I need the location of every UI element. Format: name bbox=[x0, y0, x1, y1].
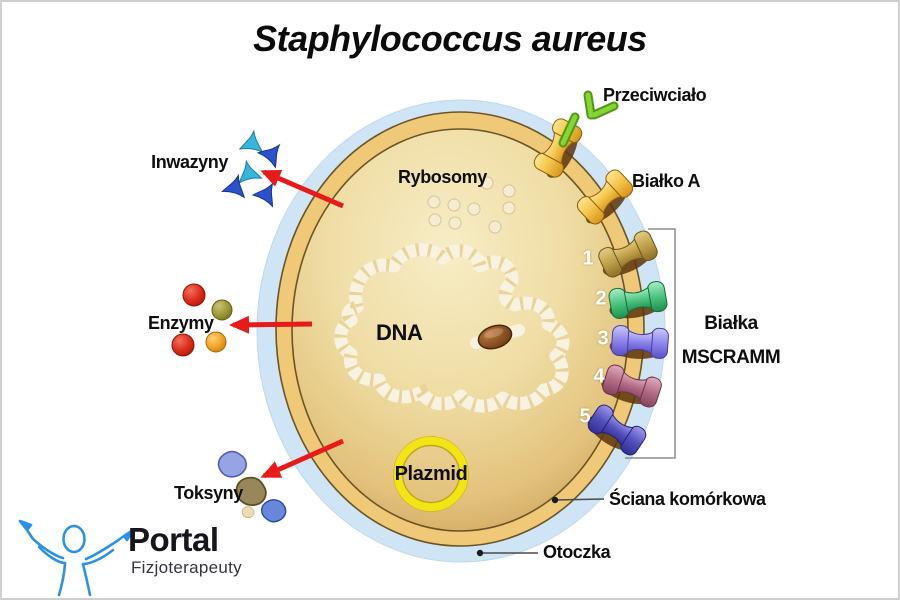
invasin-particles bbox=[221, 129, 281, 208]
label-invasins: Inwazyny bbox=[151, 152, 228, 172]
toxin-particles bbox=[217, 450, 287, 523]
label-mscramm-line1: Białka bbox=[704, 313, 758, 334]
label-toxins: Toksyny bbox=[174, 483, 243, 503]
label-plasmid: Plazmid bbox=[394, 463, 468, 485]
label-mscramm-line2: MSCRAMM bbox=[681, 347, 781, 368]
mscramm-protein-1 bbox=[598, 230, 658, 278]
invasin-arrow bbox=[260, 169, 344, 209]
logo-person-icon bbox=[18, 519, 135, 597]
label-antibody: Przeciwciało bbox=[603, 85, 707, 105]
capsule-pointer bbox=[476, 549, 538, 557]
enzyme-particles bbox=[171, 283, 233, 357]
mscramm-protein-3 bbox=[609, 325, 669, 359]
protein-a-spool-2 bbox=[576, 169, 634, 225]
dna-bead bbox=[477, 324, 513, 350]
mscramm-number-3: 3 bbox=[597, 327, 609, 350]
ribosome-dots bbox=[427, 176, 516, 234]
enzyme-arrow bbox=[229, 315, 313, 334]
label-dna: DNA bbox=[376, 320, 423, 345]
antibody-icon bbox=[558, 90, 619, 148]
cell-wall-pointer bbox=[551, 496, 605, 504]
logo-name: Portal bbox=[128, 521, 219, 558]
mscramm-number-4: 4 bbox=[593, 365, 605, 388]
logo-subtitle: Fizjoterapeuty bbox=[131, 558, 242, 577]
mscramm-protein-4 bbox=[601, 364, 662, 408]
toxin-arrow bbox=[260, 438, 345, 479]
mscramm-bracket bbox=[625, 228, 676, 459]
mscramm-number-1: 1 bbox=[582, 247, 594, 270]
label-mscramm: Białka MSCRAMM bbox=[666, 313, 796, 369]
label-cell-wall: Ściana komórkowa bbox=[609, 489, 766, 509]
plasmid-ring bbox=[393, 436, 469, 512]
mscramm-number-5: 5 bbox=[579, 405, 591, 428]
label-protein-a: Białko A bbox=[632, 171, 701, 191]
label-capsule: Otoczka bbox=[543, 542, 611, 562]
label-ribosomes: Rybosomy bbox=[398, 167, 487, 187]
dna-loop bbox=[334, 243, 570, 413]
diagram-title: Staphylococcus aureus bbox=[253, 18, 647, 59]
mscramm-protein-2 bbox=[608, 281, 668, 319]
mscramm-protein-5 bbox=[587, 404, 647, 456]
label-enzymes: Enzymy bbox=[148, 313, 214, 333]
mscramm-number-2: 2 bbox=[595, 287, 607, 310]
secretion-arrows bbox=[229, 169, 345, 479]
